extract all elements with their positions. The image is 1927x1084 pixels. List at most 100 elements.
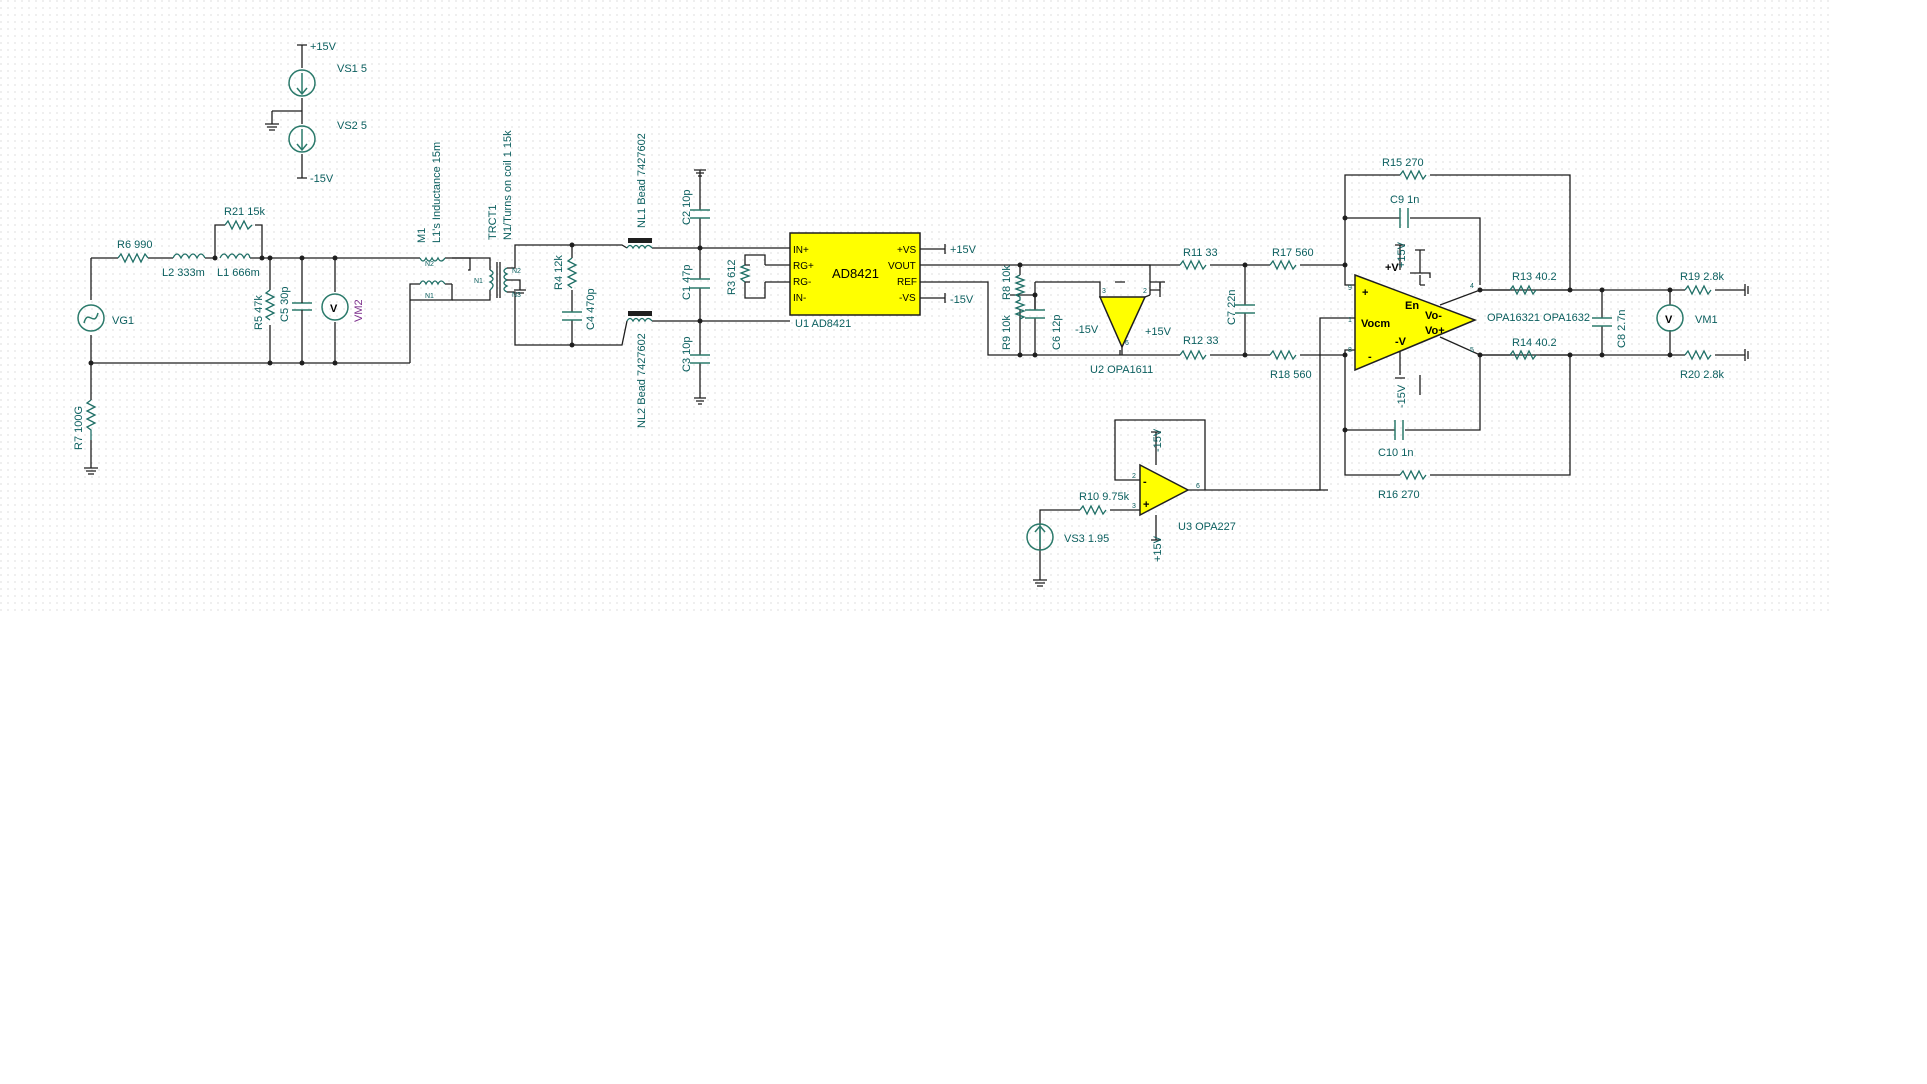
c5-label: C5 30p <box>279 287 291 322</box>
r7-label: R7 100G <box>73 406 85 450</box>
r8-label: R8 10k <box>1001 265 1013 300</box>
c7-label: C7 22n <box>1226 290 1238 325</box>
r14-label: R14 40.2 <box>1512 337 1557 349</box>
fda-in-plus: + <box>1362 287 1368 299</box>
fda-opa1632[interactable]: + +V En Vocm Vo- Vo+ -V - +15V -15V OPA1… <box>1310 157 1590 501</box>
r13-label: R13 40.2 <box>1512 271 1557 283</box>
u2-neg-label: -15V <box>1075 324 1099 336</box>
r19-label: R19 2.8k <box>1680 271 1725 283</box>
fda-vo-minus: Vo- <box>1425 310 1442 322</box>
fda-input-network[interactable]: R11 33 R12 33 R17 560 R18 560 C7 22n <box>1110 247 1345 381</box>
u2-ref: U2 OPA1611 <box>1090 364 1153 376</box>
r12-label: R12 33 <box>1183 335 1218 347</box>
vm2-meter[interactable] <box>321 293 349 321</box>
trct1-desc: N1/Turns on coil 1 15k <box>502 130 514 240</box>
r6-label: R6 990 <box>117 239 152 251</box>
r6[interactable] <box>117 252 149 264</box>
trct1-label: TRCT1 <box>487 205 499 240</box>
r5-label: R5 47k <box>253 295 265 330</box>
fda-vo-plus: Vo+ <box>1425 325 1445 337</box>
c9-label: C9 1n <box>1390 194 1419 206</box>
u1-ad8421[interactable]: AD8421 IN+ RG+ RG- IN- +VS VOUT REF -VS … <box>789 232 1020 356</box>
c3-label: C3 10p <box>681 337 693 372</box>
c1-label: C1 47p <box>681 265 693 300</box>
vg1-label: VG1 <box>112 315 134 327</box>
u2-pin-c: 6 <box>1125 340 1129 347</box>
m1-transformer[interactable]: N2 N1 M1 L1's Inductance 15m <box>410 142 471 301</box>
r15-label: R15 270 <box>1382 157 1424 169</box>
u1-pin-rgm: RG- <box>793 277 811 288</box>
u1-pin-ref: REF <box>897 277 917 288</box>
r16-label: R16 270 <box>1378 489 1420 501</box>
u3-top-label: -15V <box>1152 428 1164 452</box>
fda-pin-1: 9 <box>1348 285 1352 292</box>
supply-vs1-vs2[interactable]: +15V VS1 5 VS2 5 -15V <box>265 41 367 185</box>
fda-vneg: -V <box>1395 336 1407 348</box>
u1-pin-vsp: +VS <box>897 245 917 256</box>
vs2-label: VS2 5 <box>337 120 367 132</box>
input-caps[interactable]: C2 10p C1 47p C3 10p R3 612 <box>681 169 790 405</box>
u1-pin-inm: IN- <box>793 293 806 304</box>
trct1-transformer[interactable]: N1 N2 N3 TRCT1 N1/Turns on coil 1 15k <box>452 130 572 346</box>
fda-pin-5: 5 <box>1470 347 1474 354</box>
fda-ref: OPA16321 OPA1632 <box>1487 312 1590 324</box>
vm1-glyph: V <box>1665 314 1673 326</box>
u1-name: AD8421 <box>832 266 879 281</box>
r9-label: R9 10k <box>1001 315 1013 350</box>
r21[interactable] <box>224 219 253 231</box>
vm2-label: VM2 <box>353 299 365 322</box>
u1-pin-vout: VOUT <box>888 261 916 272</box>
u1-vs-pos-label: +15V <box>950 244 977 256</box>
fda-pin-2: 1 <box>1348 317 1352 324</box>
vm2-glyph: V <box>330 303 338 315</box>
fda-pin-3: 8 <box>1348 347 1352 354</box>
r21-label: R21 15k <box>224 206 265 218</box>
trct1-n3-label: N3 <box>512 292 521 299</box>
output-network[interactable]: V R13 40.2 R14 40.2 C8 2.7n VM1 R19 2.8k… <box>1480 271 1749 381</box>
u3-bottom-label: +15V <box>1152 535 1164 562</box>
u2-pin-b: 2 <box>1143 288 1147 295</box>
u3-pin-b: 3 <box>1132 503 1136 510</box>
l2[interactable] <box>172 253 206 260</box>
r11-label: R11 33 <box>1183 247 1218 259</box>
trct1-n1-label: N1 <box>474 278 483 285</box>
u3-minus: - <box>1143 476 1147 488</box>
trct1-n2-label: N2 <box>512 268 521 275</box>
fda-pin-4: 4 <box>1470 283 1474 290</box>
r5[interactable] <box>264 289 276 321</box>
c10-label: C10 1n <box>1378 447 1413 459</box>
vs1-label: VS1 5 <box>337 63 367 75</box>
fda-en: En <box>1405 300 1419 312</box>
u2-opa1611[interactable]: R8 10k R9 10k C6 12p -15V +15V U2 OPA161… <box>920 262 1172 377</box>
r7[interactable] <box>85 399 97 440</box>
r4-label: R4 12k <box>553 255 565 290</box>
fda-rail-neg: -15V <box>1396 384 1408 408</box>
r17-label: R17 560 <box>1272 247 1314 259</box>
nl-beads[interactable]: NL1 Bead 7427602 NL2 Bead 7427602 <box>572 133 700 428</box>
l2-label: L2 333m <box>162 267 205 279</box>
u1-pin-inp: IN+ <box>793 245 809 256</box>
l1[interactable] <box>219 253 251 260</box>
u1-vs-neg-label: -15V <box>950 294 974 306</box>
u3-opa227[interactable]: - + 2 3 6 R10 9.75k VS3 1.95 -15V +15V U… <box>1026 419 1328 587</box>
u1-pin-rgp: RG+ <box>793 261 814 272</box>
nl1-label: NL1 Bead 7427602 <box>636 133 648 228</box>
u1-ref: U1 AD8421 <box>795 318 851 330</box>
vg1-source[interactable] <box>77 304 105 332</box>
r10-label: R10 9.75k <box>1079 491 1130 503</box>
m1-n1-label: N1 <box>425 293 434 300</box>
c2-label: C2 10p <box>681 190 693 225</box>
u2-pin-a: 3 <box>1102 288 1106 295</box>
vs3-label: VS3 1.95 <box>1064 533 1109 545</box>
u3-plus: + <box>1143 499 1149 511</box>
nl2-label: NL2 Bead 7427602 <box>636 333 648 428</box>
r20-label: R20 2.8k <box>1680 369 1725 381</box>
m1-desc: L1's Inductance 15m <box>431 142 443 243</box>
u2-pos-label: +15V <box>1145 326 1172 338</box>
input-network: VG1 R6 990 L2 333m L1 666m R21 15k R5 47… <box>73 206 420 475</box>
r4-c4[interactable]: R4 12k C4 470p <box>553 242 597 348</box>
fda-in-minus: - <box>1368 351 1372 363</box>
fda-vocm: Vocm <box>1361 318 1390 330</box>
c6-label: C6 12p <box>1051 315 1063 350</box>
